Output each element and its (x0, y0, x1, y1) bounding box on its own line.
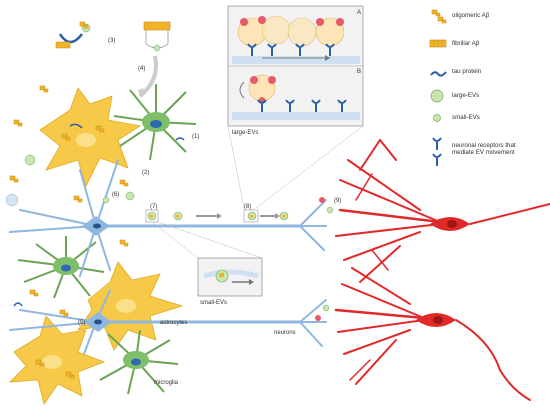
legend-fibrillar: fibrillar Aβ (452, 40, 479, 47)
legend-large-ev-icon (430, 89, 444, 103)
step-3-label: (3) (108, 38, 115, 44)
step-1-label: (1) (192, 134, 199, 140)
inset-panel-b-label: B (357, 69, 361, 75)
legend-tau: tau protein (452, 68, 481, 75)
step-6-label: (6) (112, 192, 119, 198)
blue-neuron-bottom (9, 289, 327, 355)
astrocyte-middle (77, 261, 184, 351)
small-ev-inset-caption: small-EVs (200, 300, 227, 306)
red-neuron-bottom (334, 267, 531, 401)
legend-tau-icon (430, 71, 447, 77)
legend-small-ev: small-EVs (452, 114, 480, 121)
step-9-label: (9) (334, 198, 341, 204)
step-8-label: (8) (244, 204, 251, 210)
blue-neuron-top (9, 159, 327, 277)
step-2-label: (2) (142, 170, 149, 176)
astrocytes-label: astrocytes (160, 320, 187, 326)
synapse-evs (315, 197, 334, 321)
legend-oligomeric-text: oligomeric Aβ (452, 12, 490, 19)
legend-receptor-icon (432, 137, 442, 167)
legend-receptor-text-1: neuronal receptors that (452, 142, 516, 149)
legend-fibril-icon (429, 39, 447, 48)
legend-large-ev-text: large-EVs (452, 92, 480, 99)
microglia-middle (17, 236, 105, 299)
astrocyte-bottom (8, 315, 106, 405)
step-4-label: (4) (138, 66, 145, 72)
legend-small-ev-icon (433, 114, 441, 122)
large-ev-inset (227, 5, 364, 209)
red-neuron-top (335, 139, 550, 283)
amyloid-scatter (5, 85, 185, 317)
legend-receptor-text-2: mediate EV movement (452, 149, 515, 156)
legend-fibrillar-text: fibrillar Aβ (452, 40, 480, 47)
legend-receptor: neuronal receptors that mediate EV movem… (452, 142, 516, 156)
step-7-label: (7) (150, 204, 157, 210)
legend-small-ev-text: small-EVs (452, 114, 480, 121)
neurons-label: neurons (274, 330, 296, 336)
microglia-top (113, 84, 197, 161)
aggregation-scheme (55, 21, 171, 98)
legend-oligomeric: oligomeric Aβ (452, 12, 489, 19)
legend-tau-text: tau protein (452, 68, 482, 75)
microglia-label: microglia (154, 380, 179, 386)
ev-transport (145, 209, 289, 223)
astrocyte-top (39, 87, 142, 188)
small-ev-inset (151, 221, 263, 297)
inset-caption: large-EVs (232, 130, 258, 136)
legend-oligomer-icon (431, 9, 447, 24)
microglia-bottom (99, 329, 179, 395)
inset-panel-a-label: A (357, 10, 361, 16)
legend-large-ev: large-EVs (452, 92, 479, 99)
step-5-label: (5) (78, 320, 85, 326)
